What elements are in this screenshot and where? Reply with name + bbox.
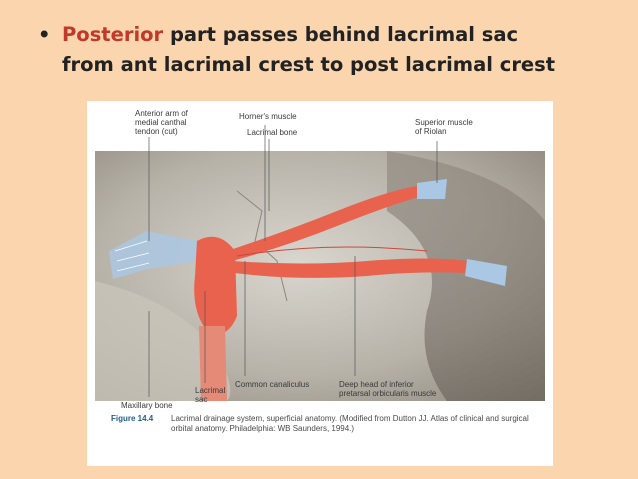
label-lacrimal-sac-line-1: Lacrimal bbox=[195, 386, 225, 395]
label-deep-head: Deep head of inferior pretarsal orbicula… bbox=[339, 380, 436, 398]
label-maxillary-bone: Maxillary bone bbox=[121, 401, 173, 410]
bullet-line-2-text: from ant lacrimal crest to post lacrimal… bbox=[62, 53, 555, 76]
label-anterior-arm-line-2: medial canthal bbox=[135, 118, 188, 127]
label-anterior-arm-line-3: tendon (cut) bbox=[135, 127, 188, 136]
label-lacrimal-sac-line-2: sac bbox=[195, 395, 225, 404]
figure-caption: Figure 14.4 Lacrimal drainage system, su… bbox=[111, 414, 551, 434]
bullet-line-2: from ant lacrimal crest to post lacrimal… bbox=[38, 50, 628, 80]
label-anterior-arm: Anterior arm of medial canthal tendon (c… bbox=[135, 109, 188, 136]
label-common-canaliculus: Common canaliculus bbox=[235, 380, 309, 389]
label-superior-muscle: Superior muscle of Riolan bbox=[415, 118, 473, 136]
bullet-line-1: • Posterior part passes behind lacrimal s… bbox=[38, 20, 628, 50]
bullet-dot: • bbox=[38, 20, 50, 50]
highlight-word: Posterior bbox=[62, 23, 163, 46]
label-horners-muscle: Horner's muscle bbox=[239, 112, 297, 121]
caption-label: Figure 14.4 bbox=[111, 414, 153, 423]
caption-text: Lacrimal drainage system, superficial an… bbox=[171, 414, 551, 434]
bullet-text: • Posterior part passes behind lacrimal s… bbox=[38, 20, 628, 80]
bullet-line-1-rest: part passes behind lacrimal sac bbox=[163, 23, 518, 46]
label-deep-head-line-1: Deep head of inferior bbox=[339, 380, 436, 389]
label-superior-muscle-line-2: of Riolan bbox=[415, 127, 473, 136]
anatomy-illustration bbox=[87, 101, 553, 466]
label-lacrimal-bone: Lacrimal bone bbox=[247, 128, 297, 137]
anatomy-figure: Anterior arm of medial canthal tendon (c… bbox=[87, 101, 553, 466]
label-superior-muscle-line-1: Superior muscle bbox=[415, 118, 473, 127]
label-deep-head-line-2: pretarsal orbicularis muscle bbox=[339, 389, 436, 398]
label-lacrimal-sac: Lacrimal sac bbox=[195, 386, 225, 404]
label-anterior-arm-line-1: Anterior arm of bbox=[135, 109, 188, 118]
